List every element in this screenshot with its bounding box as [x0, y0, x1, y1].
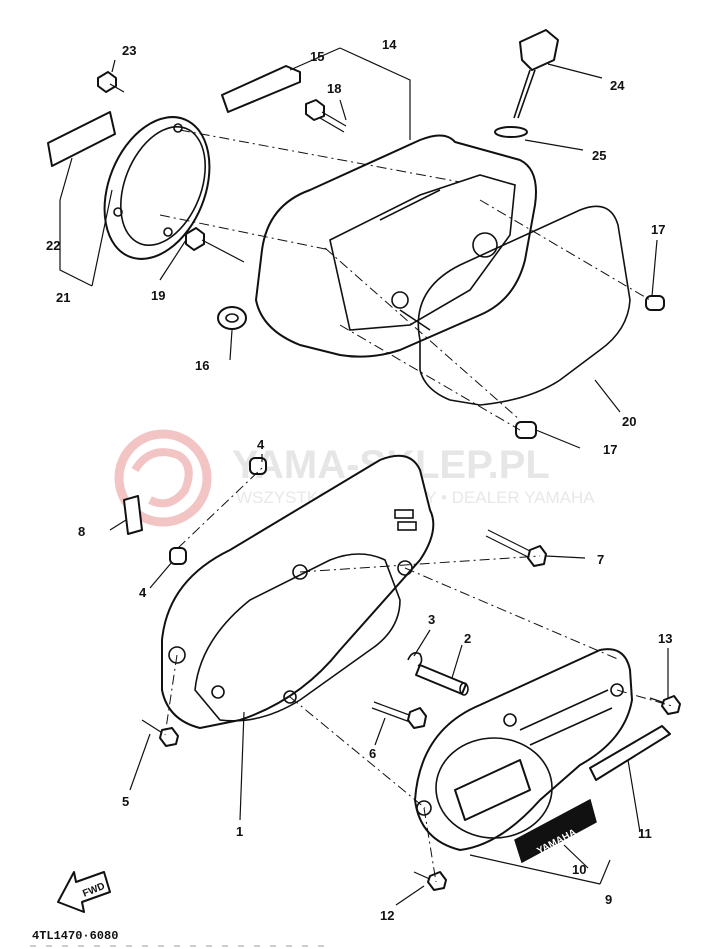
part-bolt-7 [485, 529, 547, 567]
part-bolt-23 [97, 71, 125, 93]
part-cover-strip [589, 725, 671, 781]
callout-labels: 1 2 3 4 4 5 6 7 8 9 10 11 12 13 14 15 16… [46, 37, 672, 923]
part-cover-ring [103, 116, 211, 260]
part-bolt-6 [371, 701, 427, 729]
callout-18: 18 [327, 81, 341, 96]
callout-2: 2 [464, 631, 471, 646]
lower-assembly: YAMAHA [123, 454, 681, 891]
part-side-cover [414, 648, 633, 851]
part-bolt-12 [413, 871, 447, 891]
callout-1: 1 [236, 824, 243, 839]
part-dowel-17b [515, 421, 537, 439]
callout-5: 5 [122, 794, 129, 809]
callout-15: 15 [310, 49, 324, 64]
part-bolt-19 [185, 227, 245, 263]
part-dipstick [513, 29, 559, 119]
callout-23: 23 [122, 43, 136, 58]
part-bolt-18 [305, 99, 347, 133]
part-cover-gasket [417, 205, 631, 406]
part-dowel-4a [249, 457, 267, 475]
callout-14: 14 [382, 37, 397, 52]
upper-assembly [47, 29, 665, 439]
part-bolt-13 [649, 695, 681, 715]
part-circlip [407, 652, 423, 667]
part-clip [123, 495, 143, 535]
part-dowel-17a [645, 295, 665, 311]
callout-17a: 17 [651, 222, 665, 237]
part-bolt-5 [141, 719, 179, 747]
watermark-logo [114, 429, 212, 527]
fwd-arrow: FWD [57, 871, 111, 913]
part-oring [494, 126, 528, 138]
callout-19: 19 [151, 288, 165, 303]
part-clutch-cover [161, 454, 435, 729]
callout-9: 9 [605, 892, 612, 907]
part-label-strip [221, 65, 301, 113]
part-pin [415, 664, 469, 696]
callout-25: 25 [592, 148, 606, 163]
callout-22: 22 [46, 238, 60, 253]
callout-17b: 17 [603, 442, 617, 457]
part-dowel-4b [169, 547, 187, 565]
callout-3: 3 [428, 612, 435, 627]
alignment-lines [159, 129, 673, 883]
part-grommet [217, 306, 247, 330]
callout-4a: 4 [257, 437, 265, 452]
callout-4b: 4 [139, 585, 147, 600]
callout-10: 10 [572, 862, 586, 877]
callout-12: 12 [380, 908, 394, 923]
part-gasket-strip [47, 111, 116, 167]
callout-24: 24 [610, 78, 625, 93]
diagram-code: 4TL1470·6080 [32, 929, 118, 943]
part-crankcase-cover [255, 134, 537, 358]
callout-7: 7 [597, 552, 604, 567]
callout-11: 11 [638, 826, 652, 841]
callout-20: 20 [622, 414, 636, 429]
callout-16: 16 [195, 358, 209, 373]
callout-6: 6 [369, 746, 376, 761]
callout-13: 13 [658, 631, 672, 646]
leader-lines [59, 47, 669, 906]
callout-21: 21 [56, 290, 70, 305]
callout-8: 8 [78, 524, 85, 539]
